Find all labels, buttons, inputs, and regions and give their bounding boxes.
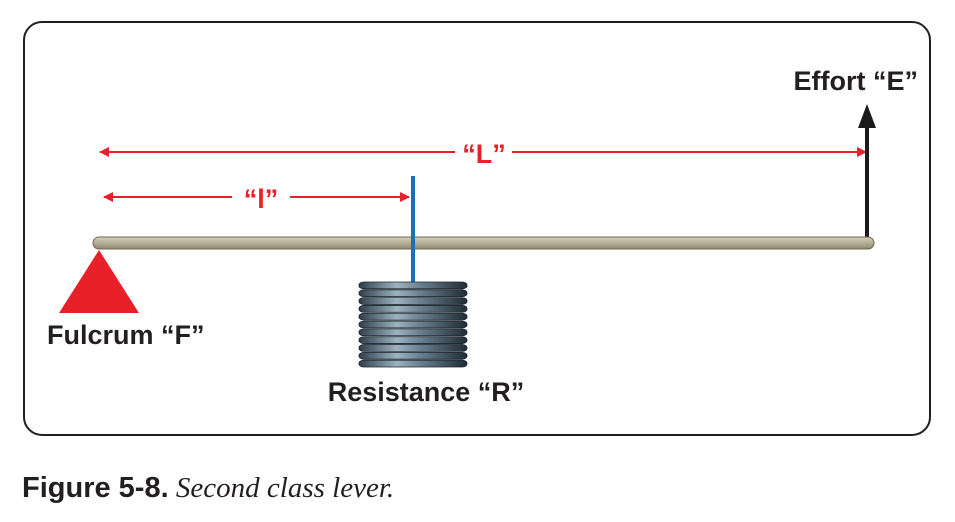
effort-arrow xyxy=(858,104,876,238)
resistance-weight xyxy=(358,281,468,368)
weight-plate xyxy=(358,289,468,298)
weight-plate xyxy=(358,336,468,344)
weight-plate xyxy=(358,312,468,321)
fulcrum-label: Fulcrum “F” xyxy=(47,320,205,350)
weight-plate xyxy=(358,320,468,329)
lever-beam xyxy=(92,236,875,250)
weight-plate xyxy=(358,351,468,360)
weight-plate xyxy=(358,305,468,313)
caption-number: Figure 5-8. xyxy=(22,472,169,504)
weight-plate xyxy=(358,344,468,352)
weight-plate xyxy=(358,359,468,368)
effort-label: Effort “E” xyxy=(794,66,919,96)
weight-plate xyxy=(358,328,468,337)
figure-caption: Figure 5-8. Second class lever. xyxy=(22,470,922,510)
effort-arm-label: “L” xyxy=(462,139,506,169)
caption-text: Second class lever. xyxy=(168,472,395,504)
resistance-label: Resistance “R” xyxy=(328,377,525,407)
diagram-border xyxy=(23,21,931,436)
lever-diagram: “L” “l” Effort “E” Fulcrum “F” Resistanc… xyxy=(23,21,931,436)
weight-plate xyxy=(358,297,468,305)
fulcrum-triangle xyxy=(59,250,139,313)
resistance-arm-label: “l” xyxy=(244,184,279,214)
weight-plate xyxy=(358,281,468,290)
